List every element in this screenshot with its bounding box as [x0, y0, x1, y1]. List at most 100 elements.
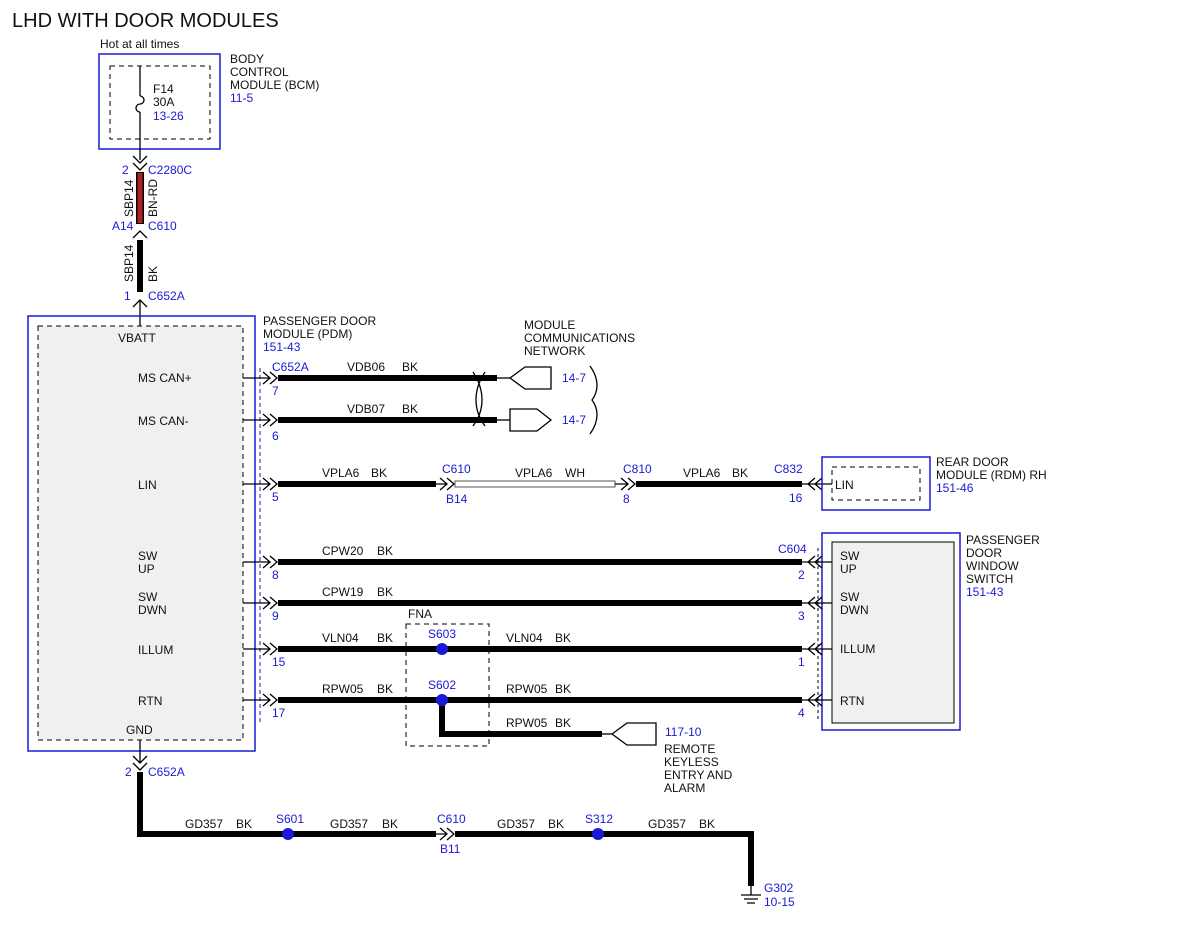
wire-sbp14-circuit-label: SBP14 [122, 179, 136, 217]
pdws-pin-sw-dwn-line2: DWN [840, 603, 869, 617]
splice-s312-label: S312 [585, 812, 613, 826]
c604-label: C604 [778, 542, 807, 556]
network-label-line1: MODULE [524, 318, 575, 332]
pdm-stub-up [243, 555, 278, 569]
bcm-name-line2: CONTROL [230, 65, 289, 79]
wire-gd357-3-circuit: GD357 [497, 817, 535, 831]
pdm-pin-sw-up-line2: UP [138, 562, 155, 576]
wire-gd357-4-color: BK [699, 817, 715, 831]
connector-c610-gnd-icon [436, 827, 455, 841]
wire-vpla6-wh [454, 480, 616, 488]
c832-pin: 16 [789, 491, 803, 505]
twisted-pair-icon [472, 371, 486, 427]
pdws-stub-illum [802, 642, 832, 656]
pdm-stub-can-minus [243, 413, 278, 427]
fna-label: FNA [408, 607, 432, 621]
rdm-pin-lin: LIN [835, 478, 854, 492]
rke-arrow-icon [610, 722, 657, 746]
wire-cpw19-color: BK [377, 585, 393, 599]
wire-cpw20-circuit: CPW20 [322, 544, 364, 558]
network-arrow-out-icon [509, 408, 553, 432]
pdm-box [27, 315, 256, 752]
wire-vpla6-b-circuit: VPLA6 [515, 466, 553, 480]
pdws-stub-dwn [802, 596, 832, 610]
pdws-pinnum-dwn: 3 [798, 609, 805, 623]
wire-sbp14-bk-circuit-label: SBP14 [122, 244, 136, 282]
pdws-box [821, 532, 961, 731]
connector-c810-icon [615, 477, 636, 491]
splice-s601-label: S601 [276, 812, 304, 826]
c2280c-label: C2280C [148, 163, 192, 177]
wire-sbp14-color-label: BN-RD [146, 179, 160, 217]
wire-gd357-2-circuit: GD357 [330, 817, 368, 831]
c652a-top-label: C652A [148, 289, 185, 303]
ground-ref: 10-15 [764, 895, 795, 909]
pdws-pin-sw-dwn-line1: SW [840, 590, 860, 604]
wire-gd357-2-color: BK [382, 817, 398, 831]
wire-gd357-1-color: BK [236, 817, 252, 831]
pdws-pinnum-rtn: 4 [798, 706, 805, 720]
pdm-pin-ms-can-plus: MS CAN+ [138, 371, 192, 385]
rdm-ref: 151-46 [936, 481, 974, 495]
diagram-title: LHD WITH DOOR MODULES [12, 10, 279, 32]
pdws-internal-outline [831, 541, 955, 724]
wire-sbp14-bk-color-label: BK [146, 266, 160, 282]
ground-name: G302 [764, 881, 794, 895]
bcm-internal-outline [109, 65, 211, 140]
pdm-connector-c652a-label: C652A [272, 360, 309, 374]
connector-c652a-top-icon [132, 299, 148, 326]
pdm-pin-illum: ILLUM [138, 643, 173, 657]
c652a-bottom-label: C652A [148, 765, 185, 779]
fuse-name: F14 [153, 82, 174, 96]
pdws-pin-illum: ILLUM [840, 642, 875, 656]
wire-vpla6-a-circuit: VPLA6 [322, 466, 360, 480]
network-brace-icon [589, 365, 598, 435]
c610-gnd-label: C610 [437, 812, 466, 826]
pdws-pinnum-up: 2 [798, 568, 805, 582]
connector-c652a-bottom-icon [132, 740, 148, 771]
rke-ref: 117-10 [665, 725, 702, 739]
c2280c-pin: 2 [122, 163, 129, 177]
rke-label-line1: REMOTE [664, 742, 715, 756]
wire-vdb06-circuit: VDB06 [347, 360, 385, 374]
connector-c610-mid-icon [436, 477, 455, 491]
rdm-internal-outline [831, 466, 921, 501]
pdm-pin-lin: LIN [138, 478, 157, 492]
network-ref-1: 14-7 [562, 371, 586, 385]
bcm-box [98, 53, 221, 150]
ground-icon [741, 886, 761, 904]
wire-vpla6-c-circuit: VPLA6 [683, 466, 721, 480]
pdm-pinnum-can-minus: 6 [272, 429, 279, 443]
wire-vpla6-b-color: WH [565, 466, 585, 480]
rke-label-line3: ENTRY AND [664, 768, 733, 782]
splice-s603-label: S603 [428, 627, 456, 641]
wire-rpw05-b-color: BK [555, 682, 571, 696]
pdm-name-line2: MODULE (PDM) [263, 327, 352, 341]
network-ref-2: 14-7 [562, 413, 586, 427]
rke-label-line2: KEYLESS [664, 755, 719, 769]
wire-rpw05-a-circuit: RPW05 [322, 682, 364, 696]
wire-vln04-a-color: BK [377, 631, 393, 645]
wire-vln04-b-circuit: VLN04 [506, 631, 543, 645]
connector-c2280c-icon [132, 155, 148, 171]
pdws-stub-rtn [802, 693, 832, 707]
pdm-pinnum-lin: 5 [272, 490, 279, 504]
pdm-pinnum-up: 8 [272, 568, 279, 582]
splice-s602 [436, 694, 448, 706]
splice-s602-label: S602 [428, 678, 456, 692]
splice-s603 [436, 643, 448, 655]
bcm-ref: 11-5 [230, 91, 253, 105]
wire-rpw05-branch [439, 700, 602, 737]
pdws-pin-sw-up-line1: SW [840, 549, 860, 563]
network-arrow-in-icon [508, 366, 552, 390]
pdm-stub-rtn [243, 693, 278, 707]
wire-vln04-b-color: BK [555, 631, 571, 645]
pdm-pin-stubs [243, 371, 278, 707]
pdm-stub-illum [243, 642, 278, 656]
wire-gd357-3-color: BK [548, 817, 564, 831]
wire-gd357-a [137, 772, 436, 837]
wire-gd357-1-circuit: GD357 [185, 817, 223, 831]
bcm-name-line1: BODY [230, 52, 264, 66]
connector-c832-icon [802, 477, 832, 491]
